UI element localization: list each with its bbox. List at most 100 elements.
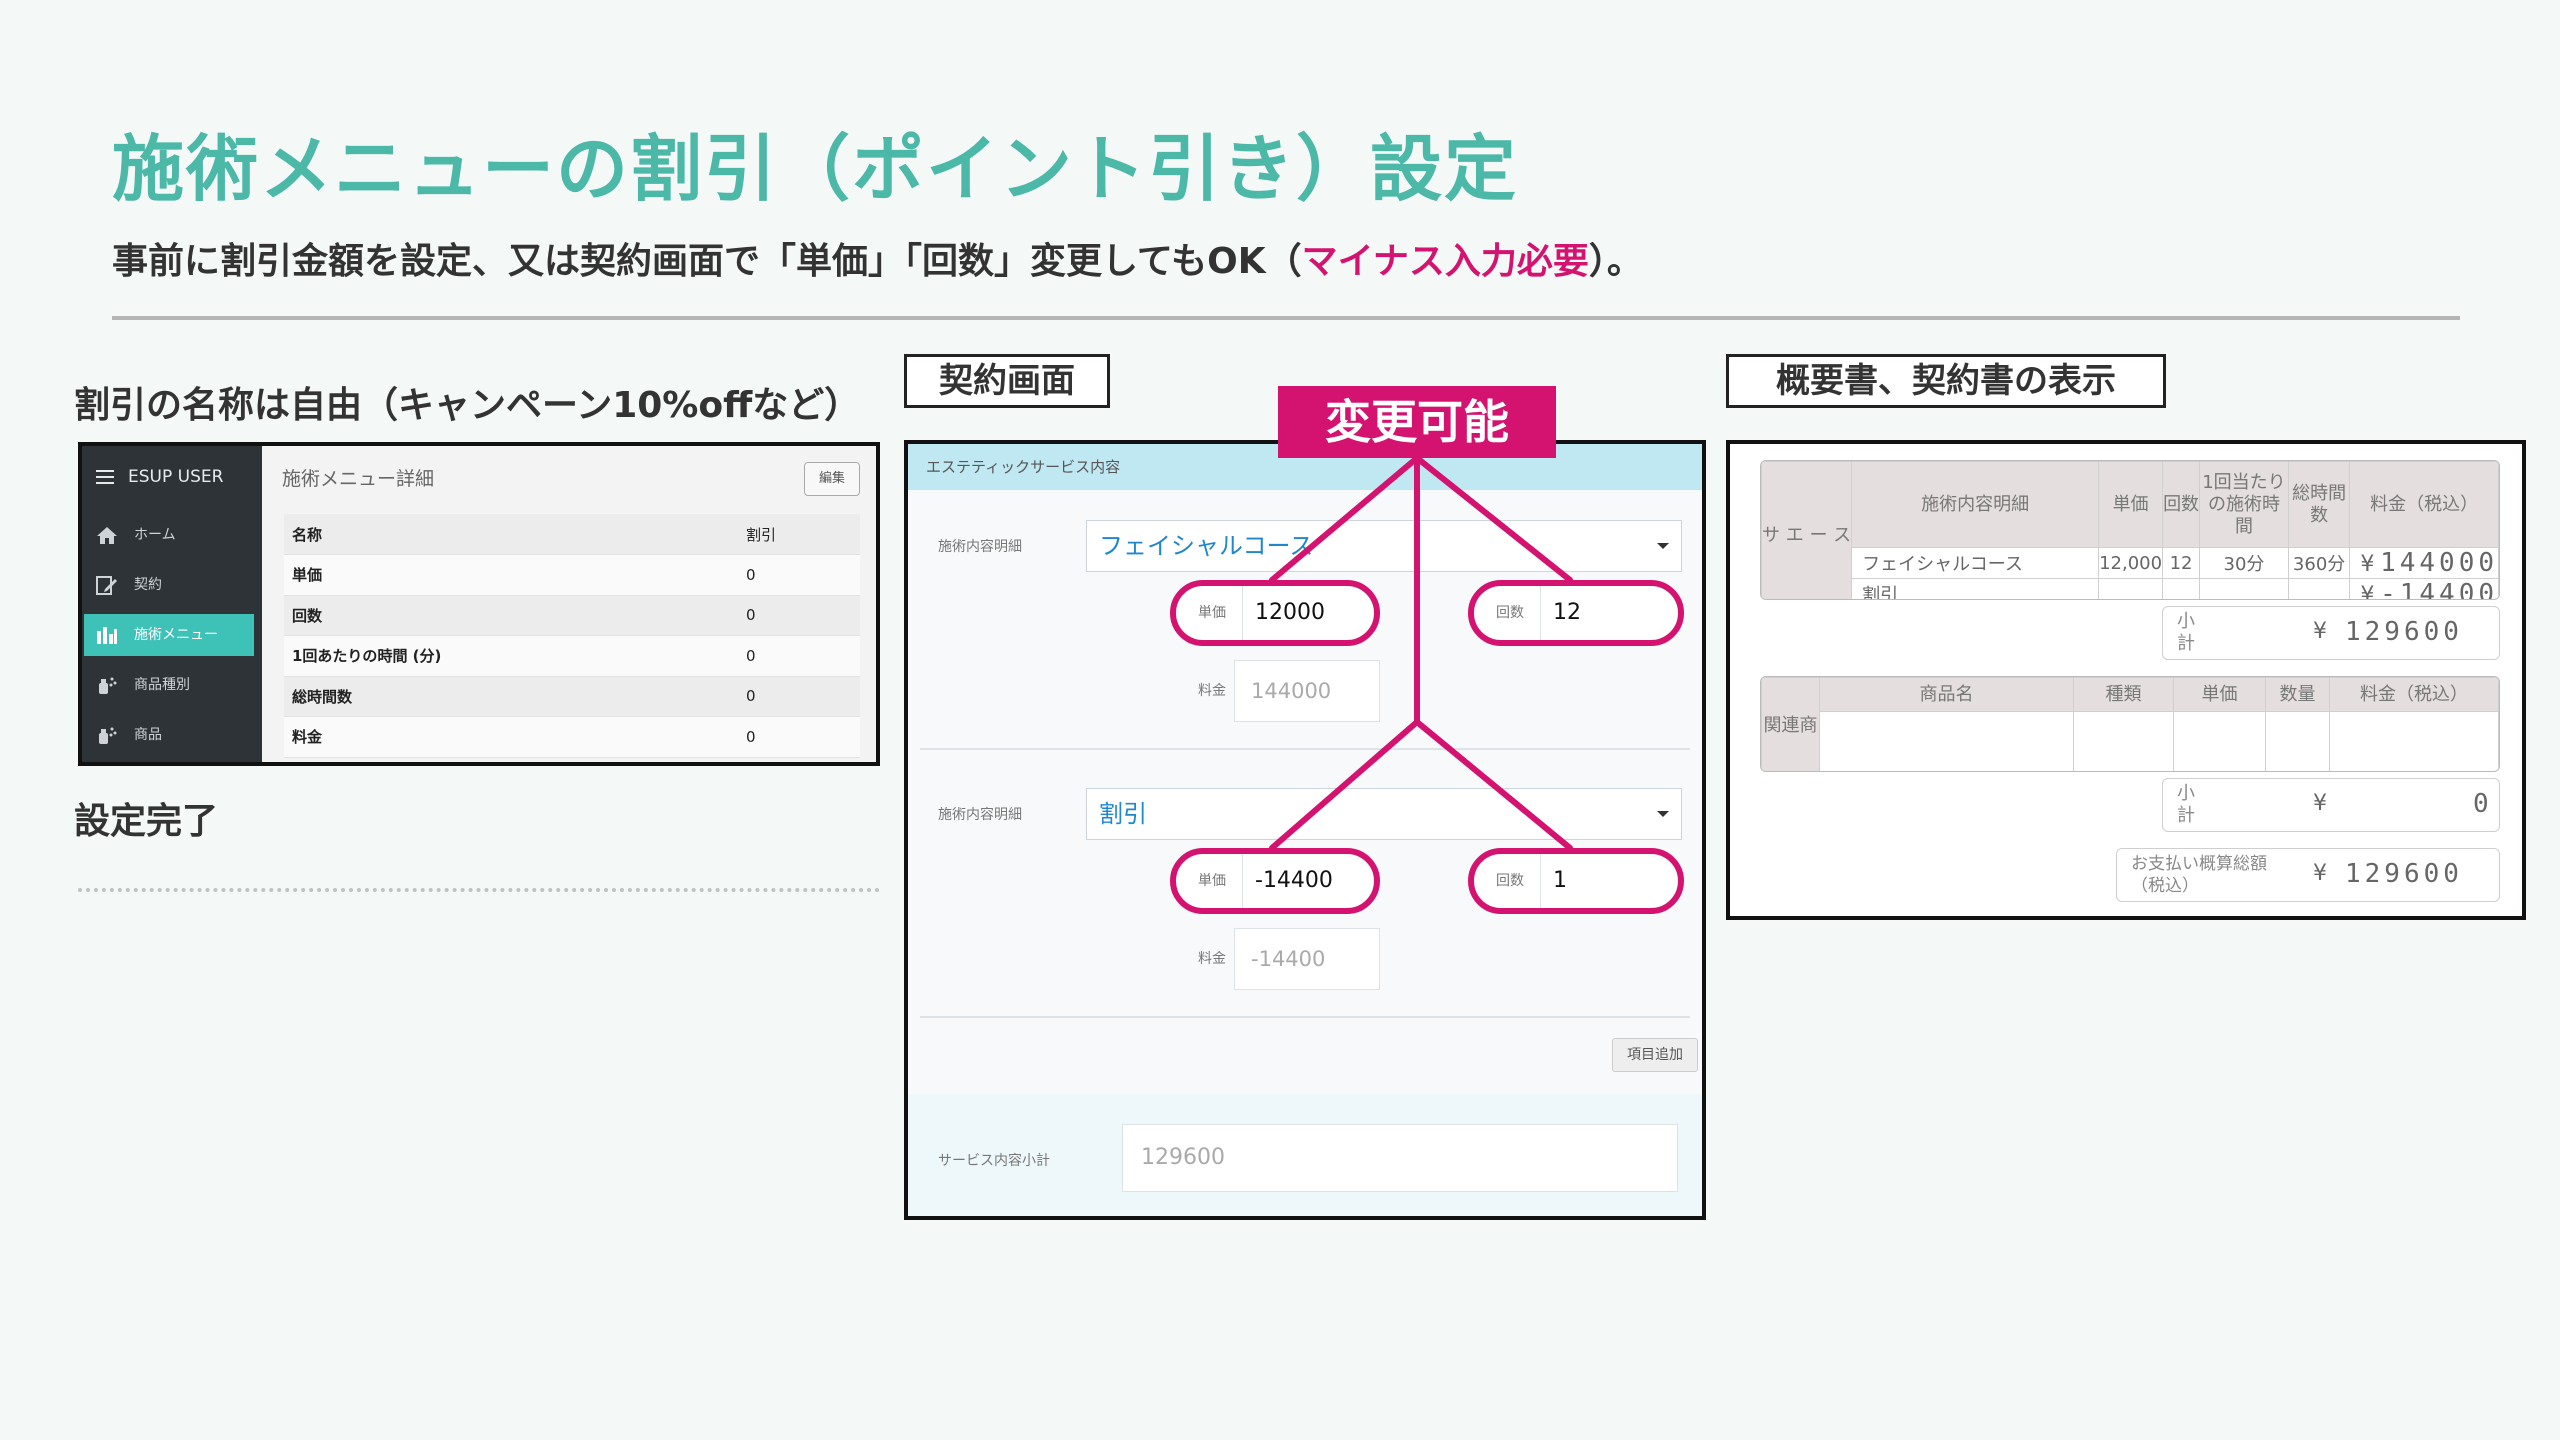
section-divider — [920, 748, 1690, 750]
unit-price-value: 12000 — [1242, 586, 1325, 640]
count-value: 12 — [1540, 586, 1581, 640]
service-count — [2162, 578, 2201, 599]
home-icon — [97, 527, 117, 544]
row-value: 割引 — [738, 514, 860, 555]
total-label: お支払い概算総額（税込） — [2131, 854, 2267, 896]
service-subtotal-section: サービス内容小計 129600 — [908, 1094, 1702, 1216]
contract-screen-label: 契約画面 — [904, 354, 1110, 408]
service-name: フェイシャルコース — [1851, 547, 2100, 579]
column-header: 料金（税込） — [2329, 677, 2499, 712]
panel-header: 施術メニュー詳細 — [282, 468, 435, 490]
fee-digits: -14400 — [2380, 579, 2498, 600]
menu-detail-screenshot: ESUP USER ホーム 契約 施術メニュー 商品種別 商品 施術メニュー詳細… — [78, 442, 880, 766]
table-header-row: 関連商 商品名 種類 単価 数量 料金（税込） — [1761, 677, 2499, 771]
item2-select-value: 割引 — [1099, 800, 1147, 828]
column-header: 単価 — [2173, 677, 2266, 712]
subtotal-label: 小計 — [2177, 783, 2195, 826]
column-header: 料金（税込） — [2349, 461, 2499, 548]
item2-unit-price-field[interactable]: 単価 -14400 — [1170, 848, 1380, 914]
yen-sign: ¥ — [2313, 619, 2327, 644]
contract-edit-icon — [96, 576, 117, 595]
yen-sign: ¥ — [2313, 861, 2327, 886]
edit-button[interactable]: 編集 — [804, 462, 860, 496]
table-row: 1回あたりの時間 (分)0 — [284, 635, 860, 677]
service-total-time: 360分 — [2287, 547, 2351, 579]
sidebar-item-menu[interactable]: 施術メニュー — [84, 614, 254, 656]
item2-select[interactable]: 割引 — [1086, 788, 1682, 840]
column-header: 1回当たりの施術時間 — [2199, 461, 2289, 548]
hamburger-icon[interactable] — [96, 466, 114, 488]
app-brand[interactable]: ESUP USER — [96, 466, 223, 488]
item1-unit-price-field[interactable]: 単価 12000 — [1170, 580, 1380, 646]
service-panel: サ エ ー ス 施術内容明細 単価 回数 1回当たりの施術時間 総時間数 料金（… — [1760, 460, 2500, 600]
unit-price-label: 単価 — [1198, 605, 1226, 621]
subtitle-text-after: ）。 — [1588, 241, 1643, 282]
add-item-button[interactable]: 項目追加 — [1612, 1038, 1698, 1072]
column-header: 総時間数 — [2287, 461, 2351, 548]
empty-cell — [2073, 711, 2174, 771]
service-subtotal-field: 129600 — [1122, 1124, 1678, 1192]
item1-fee-label: 料金 — [1198, 683, 1226, 699]
chevron-down-icon — [1657, 543, 1669, 549]
sidebar-item-label: 施術メニュー — [134, 627, 218, 643]
sidebar-item-product[interactable]: 商品 — [84, 714, 254, 756]
item1-fee-field: 144000 — [1234, 660, 1380, 722]
app-sidebar: ESUP USER ホーム 契約 施術メニュー 商品種別 商品 — [82, 446, 262, 762]
dotted-divider — [78, 888, 880, 892]
row-value: 0 — [738, 595, 860, 636]
column-header: 回数 — [2162, 461, 2201, 548]
unit-price-label: 単価 — [1198, 873, 1226, 889]
service-subtotal-value: 129600 — [1141, 1145, 1225, 1170]
row-key: 総時間数 — [284, 676, 738, 717]
row-value: 0 — [738, 716, 860, 758]
subtotal-digits: 0 — [2473, 789, 2493, 819]
row-key: 名称 — [284, 514, 738, 555]
menu-chart-icon — [97, 627, 117, 644]
table-row: 名称割引 — [284, 514, 860, 555]
editable-tag: 変更可能 — [1278, 386, 1556, 458]
row-key: 料金 — [284, 716, 738, 758]
table-row: 割引 ¥ -14400 — [1762, 578, 2499, 600]
service-time — [2199, 578, 2289, 599]
contract-screen-screenshot: エステティックサービス内容 施術内容明細 フェイシャルコース 単価 12000 … — [904, 440, 1706, 1220]
item1-select[interactable]: フェイシャルコース — [1086, 520, 1682, 572]
empty-cell — [2265, 711, 2330, 771]
subtotal-digits: 129600 — [2345, 617, 2463, 647]
row-key: 1回あたりの時間 (分) — [284, 635, 738, 677]
column-header: 施術内容明細 — [1851, 461, 2100, 548]
service-side-label: サ エ ー ス — [1761, 461, 1853, 599]
chevron-down-icon — [1657, 811, 1669, 817]
setup-complete-label: 設定完了 — [74, 801, 219, 842]
empty-cell — [2329, 711, 2499, 771]
brand-label: ESUP USER — [128, 467, 224, 487]
count-label: 回数 — [1496, 605, 1524, 621]
sidebar-item-label: 商品種別 — [134, 677, 190, 693]
yen-sign: ¥ — [2360, 552, 2375, 577]
sidebar-item-label: 契約 — [134, 577, 162, 593]
sidebar-item-product-type[interactable]: 商品種別 — [84, 664, 254, 706]
empty-cell — [2173, 711, 2266, 771]
contract-document-screenshot: サ エ ー ス 施術内容明細 単価 回数 1回当たりの施術時間 総時間数 料金（… — [1726, 440, 2526, 920]
sidebar-item-label: ホーム — [134, 527, 176, 543]
sidebar-item-home[interactable]: ホーム — [84, 514, 254, 556]
total-digits: 129600 — [2345, 859, 2463, 889]
sidebar-item-contract[interactable]: 契約 — [84, 564, 254, 606]
item2-count-field[interactable]: 回数 1 — [1468, 848, 1684, 914]
section-divider — [920, 1016, 1690, 1018]
summary-contract-label: 概要書、契約書の表示 — [1726, 354, 2166, 408]
slide-subtitle: 事前に割引金額を設定、又は契約画面で「単価」「回数」変更してもOK（マイナス入力… — [112, 232, 1643, 284]
column-header: 単価 — [2098, 461, 2164, 548]
item1-count-field[interactable]: 回数 12 — [1468, 580, 1684, 646]
service-name: 割引 — [1851, 578, 2100, 599]
total-payment-box: お支払い概算総額（税込） ¥ 129600 — [2116, 848, 2500, 902]
count-label: 回数 — [1496, 873, 1524, 889]
service-unit — [2098, 578, 2164, 599]
service-time: 30分 — [2199, 547, 2289, 579]
row-key: 回数 — [284, 595, 738, 636]
service-count: 12 — [2162, 547, 2201, 579]
item1-field-label: 施術内容明細 — [938, 539, 1022, 555]
